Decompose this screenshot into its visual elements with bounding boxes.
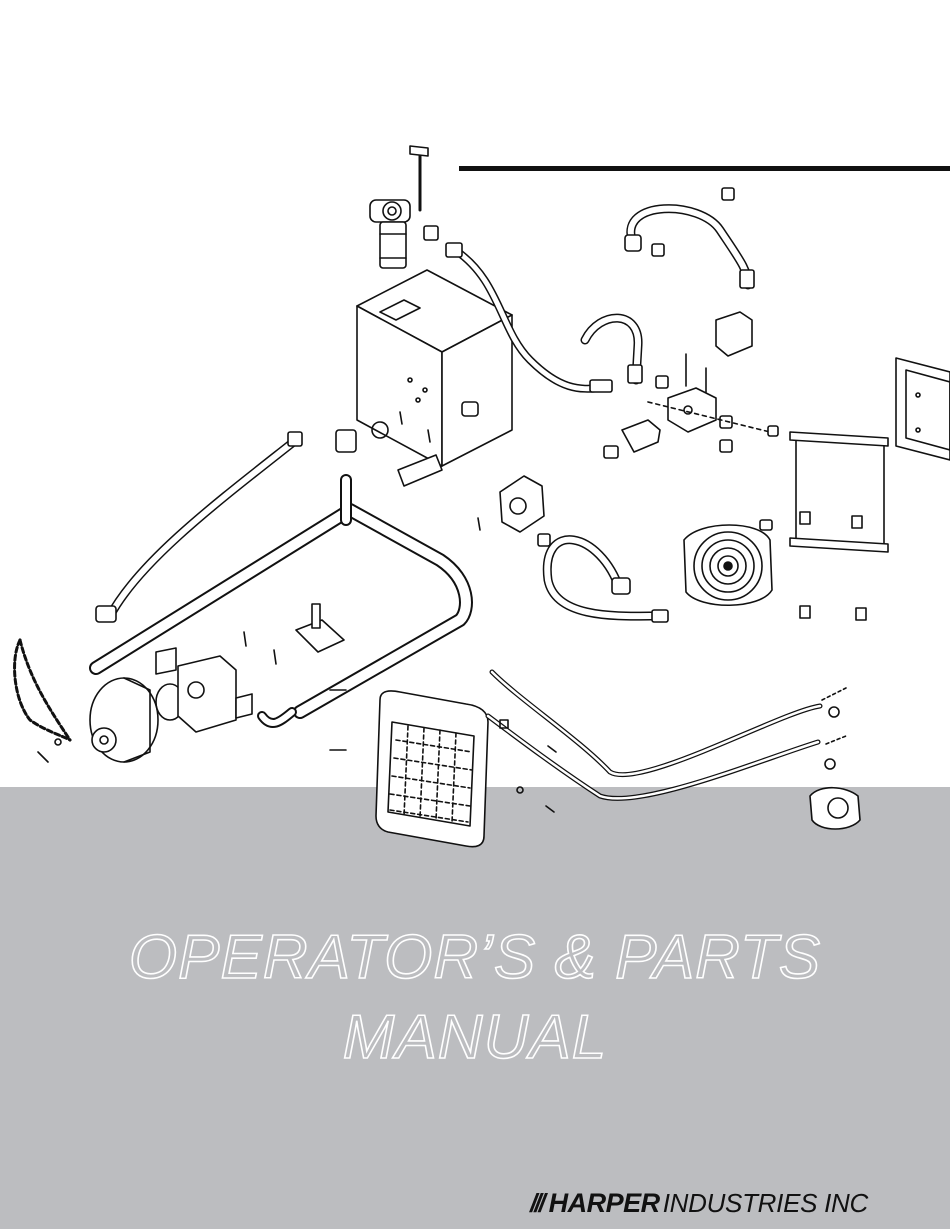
gear-pump	[500, 476, 550, 546]
chain	[15, 640, 70, 762]
small-bracket	[244, 604, 344, 664]
cooling-fan	[684, 525, 772, 605]
logo-suffix: INDUSTRIES INC	[663, 1188, 868, 1219]
logo-name: HARPER	[549, 1188, 660, 1219]
hydraulic-motor	[810, 688, 860, 829]
valve-block	[604, 312, 770, 458]
fan-guard	[330, 690, 488, 847]
manual-title-line-1: OPERATOR’S & PARTS	[0, 922, 950, 993]
logo-slashes: ///	[530, 1188, 543, 1219]
filter-assembly	[370, 200, 410, 268]
suction-hose	[96, 432, 302, 622]
mounting-bracket	[896, 358, 950, 460]
manual-title-line-2: MANUAL	[0, 1002, 950, 1073]
oil-cooler	[790, 432, 888, 620]
reservoir-tank	[357, 270, 512, 486]
company-logo: /// HARPER INDUSTRIES INC	[530, 1186, 950, 1220]
coil-hose	[547, 540, 668, 622]
pressure-hose	[585, 318, 642, 383]
upper-hose	[625, 188, 754, 288]
dipstick	[410, 146, 428, 210]
motor-drum	[90, 648, 292, 762]
hydraulic-parts-exploded-illustration	[0, 0, 950, 900]
rigid-lines	[488, 672, 820, 812]
